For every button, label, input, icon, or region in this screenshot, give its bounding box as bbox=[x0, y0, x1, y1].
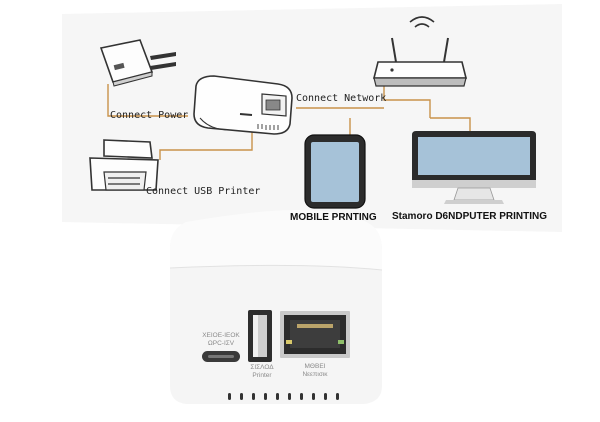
router-icon bbox=[372, 16, 468, 87]
print-server-device: ΧΕΙΟΕ-ΙΕΟΚ ΩΡC-ΙΣV ΣΙΣΛΟΔ Printer ΜΘΒΕΙ … bbox=[169, 210, 383, 404]
connect-power-label: Connect Power bbox=[110, 110, 189, 121]
printer-icon bbox=[89, 139, 159, 191]
desktop-monitor-icon bbox=[412, 131, 536, 204]
network-port-label-1: ΜΘΒΕΙ bbox=[305, 363, 326, 370]
computer-printing-label: Stamoro D6ΝDPUTER PRINTING bbox=[392, 211, 548, 222]
connect-network-label: Connect Network bbox=[296, 93, 387, 104]
power-adapter-icon bbox=[99, 39, 176, 87]
power-port-label-2: ΩΡC-ΙΣV bbox=[208, 340, 235, 347]
vent-slots bbox=[228, 393, 339, 400]
mobile-printing-label: MOBILE PRNTING bbox=[290, 212, 377, 223]
usb-port-label-1: ΣΙΣΛΟΔ bbox=[250, 364, 274, 371]
connection-lines bbox=[107, 82, 471, 160]
print-server-diagram-icon bbox=[193, 75, 293, 135]
connect-usb-printer-label: Connect USB Printer bbox=[146, 186, 261, 197]
power-port-label-1: ΧΕΙΟΕ-ΙΕΟΚ bbox=[202, 332, 240, 339]
usb-port-label-2: Printer bbox=[252, 372, 272, 379]
network-port-label-2: Νεεπισικ bbox=[302, 371, 328, 378]
mobile-phone-icon bbox=[304, 134, 366, 209]
